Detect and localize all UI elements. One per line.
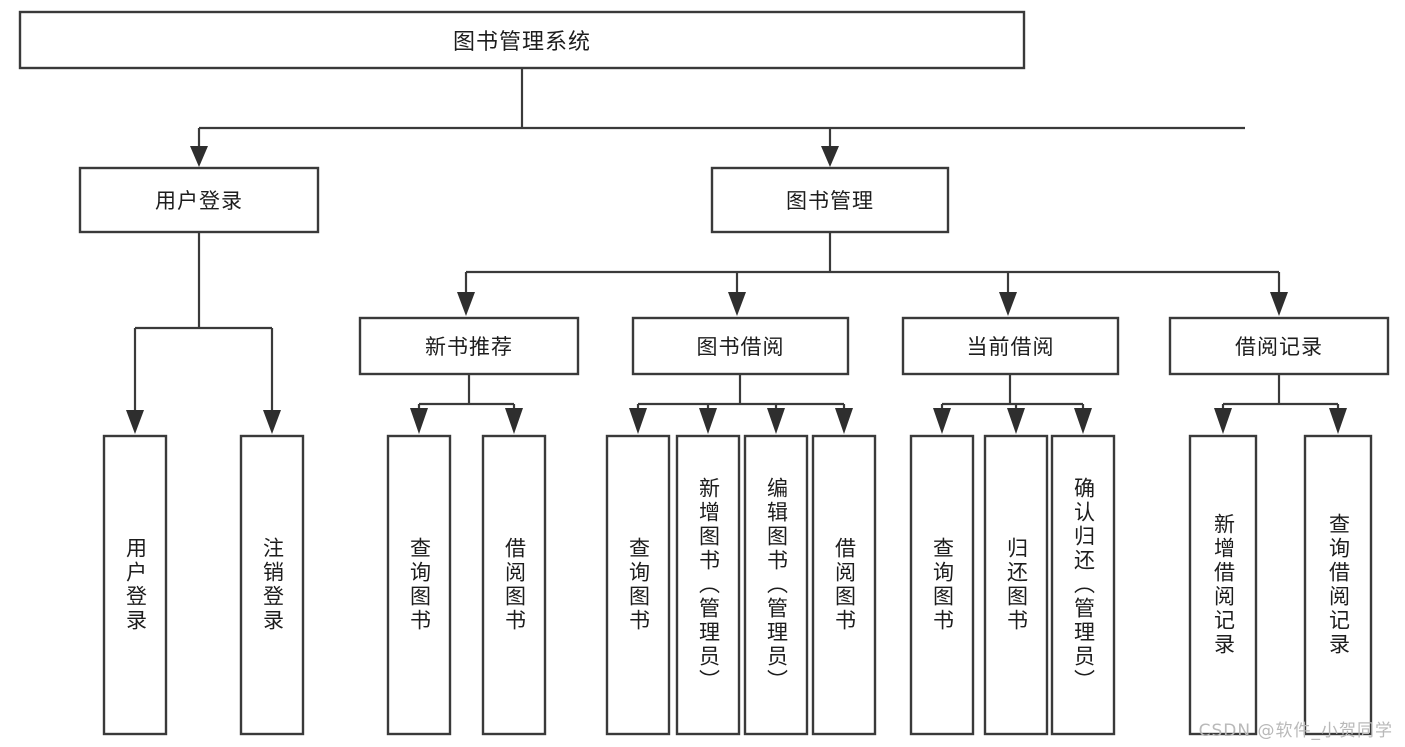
connector-current-borrow-to-leaves — [933, 374, 1092, 434]
leaf-box-query-book-2[interactable] — [605, 434, 671, 736]
connector-new-book-rec-to-leaves — [410, 374, 523, 434]
connector-book-manage-to-level3 — [457, 232, 1288, 316]
connector-book-borrow-to-leaves — [629, 374, 853, 434]
node-box-user-login[interactable] — [78, 166, 320, 234]
leaf-box-edit-book[interactable] — [743, 434, 809, 736]
leaf-box-query-record[interactable] — [1303, 434, 1373, 736]
leaf-box-add-book[interactable] — [675, 434, 741, 736]
watermark-text: CSDN @软件_小贺同学 — [1198, 721, 1393, 741]
leaf-box-query-book-1[interactable] — [386, 434, 452, 736]
connector-user-login-to-leaves — [126, 232, 281, 434]
leaf-box-return-book[interactable] — [983, 434, 1049, 736]
connector-root-to-level2 — [190, 68, 1245, 167]
node-box-current-borrow[interactable] — [901, 316, 1120, 376]
node-box-new-book-rec[interactable] — [358, 316, 580, 376]
leaf-box-user-login[interactable] — [102, 434, 168, 736]
node-box-book-manage[interactable] — [710, 166, 950, 234]
leaf-box-add-record[interactable] — [1188, 434, 1258, 736]
node-box-borrow-record[interactable] — [1168, 316, 1390, 376]
node-box-book-borrow[interactable] — [631, 316, 850, 376]
connector-borrow-record-to-leaves — [1214, 374, 1347, 434]
node-box-root[interactable] — [18, 10, 1026, 70]
leaf-box-confirm-return[interactable] — [1050, 434, 1116, 736]
leaf-box-user-logout[interactable] — [239, 434, 305, 736]
leaf-box-query-book-3[interactable] — [909, 434, 975, 736]
leaf-box-borrow-book-1[interactable] — [481, 434, 547, 736]
leaf-box-borrow-book-2[interactable] — [811, 434, 877, 736]
